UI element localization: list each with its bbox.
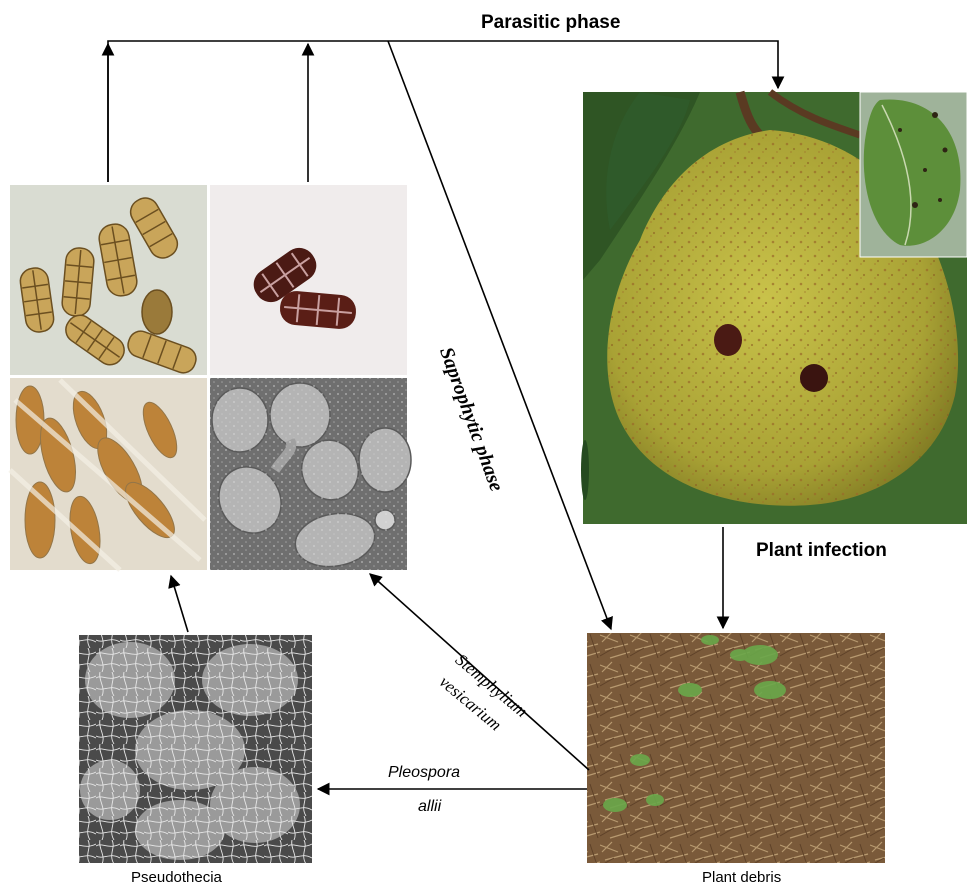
conidia-light-micrograph	[10, 185, 207, 376]
dark-conidia-micrograph	[210, 185, 407, 375]
parasitic-phase-label: Parasitic phase	[481, 12, 620, 34]
saprophytic-phase-arrow	[388, 41, 611, 629]
plant-infection-label: Plant infection	[756, 540, 887, 562]
sem-conidia-micrograph	[207, 378, 411, 573]
plant-debris-label: Plant debris	[702, 869, 781, 886]
pseudothecia-to-asci-arrow	[171, 576, 188, 632]
pseudothecia-sem-photo	[79, 635, 312, 863]
pleospora-label-line2: allii	[418, 798, 441, 816]
asci-micrograph	[10, 378, 207, 570]
infected-leaf-inset	[860, 92, 967, 257]
plant-debris-photo	[587, 633, 885, 863]
pseudothecia-label: Pseudothecia	[131, 869, 222, 886]
pleospora-label-line1: Pleospora	[388, 764, 460, 782]
